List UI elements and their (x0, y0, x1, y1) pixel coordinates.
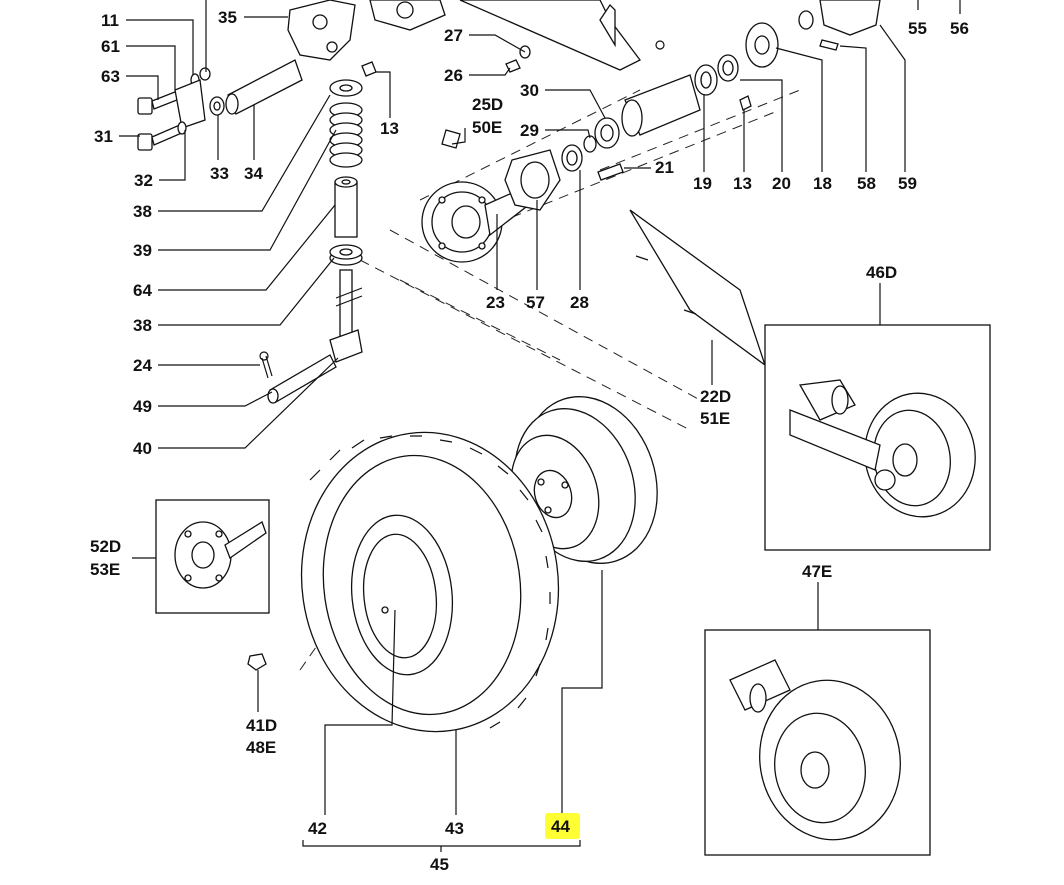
inset-assembly-46d (764, 324, 991, 551)
highlight-box-44 (545, 813, 580, 839)
label-27: 27 (444, 26, 463, 45)
label-13-right: 13 (733, 174, 752, 193)
label-57: 57 (526, 293, 545, 312)
stud-25 (441, 129, 461, 149)
label-56: 56 (950, 19, 969, 38)
leader-lines (119, 0, 961, 852)
washers-11-61 (174, 67, 211, 135)
label-52d: 52D (90, 537, 121, 556)
label-45: 45 (430, 855, 449, 874)
pivot-bracket (287, 0, 446, 61)
label-47e: 47E (802, 562, 832, 581)
sprocket-59 (798, 0, 881, 36)
label-38-upper: 38 (133, 202, 152, 221)
sleeve-39 (334, 176, 358, 238)
bushing-64 (329, 244, 363, 266)
label-59: 59 (898, 174, 917, 193)
inset-hub-52d (155, 499, 270, 614)
label-23: 23 (486, 293, 505, 312)
label-33: 33 (210, 164, 229, 183)
label-63: 63 (101, 67, 120, 86)
label-53e: 53E (90, 560, 120, 579)
inset-assembly-47e (704, 629, 931, 856)
part-labels: 11 61 63 31 32 35 33 34 13 38 39 64 38 2… (90, 8, 969, 874)
washer-33 (209, 96, 225, 116)
spring-38 (329, 79, 363, 168)
hub-23 (421, 181, 536, 263)
label-22d: 22D (700, 387, 731, 406)
label-13-top: 13 (380, 119, 399, 138)
label-51e: 51E (700, 409, 730, 428)
label-19: 19 (693, 174, 712, 193)
label-42: 42 (308, 819, 327, 838)
axle-arm (459, 0, 701, 137)
nut-41 (247, 653, 267, 671)
kingpin-40 (329, 269, 363, 363)
pin-34 (225, 59, 303, 115)
label-46d: 46D (866, 263, 897, 282)
label-38-lower: 38 (133, 316, 152, 335)
bearing-20 (717, 54, 739, 82)
label-11: 11 (101, 11, 119, 30)
label-44: 44 (551, 817, 570, 836)
label-26: 26 (444, 66, 463, 85)
label-21: 21 (655, 158, 674, 177)
label-48e: 48E (246, 738, 276, 757)
label-35: 35 (218, 8, 237, 27)
label-34: 34 (244, 164, 263, 183)
label-28: 28 (570, 293, 589, 312)
label-32: 32 (134, 171, 153, 190)
seal-57 (504, 149, 561, 211)
fender-22 (629, 209, 767, 367)
label-49: 49 (133, 397, 152, 416)
label-20: 20 (772, 174, 791, 193)
label-41d: 41D (246, 716, 277, 735)
bearing-19 (694, 64, 718, 96)
hub-18 (745, 22, 779, 68)
label-39: 39 (133, 241, 152, 260)
grease-nipple-13-right (739, 95, 752, 111)
label-40: 40 (133, 439, 152, 458)
label-50e: 50E (472, 118, 502, 137)
label-61: 61 (101, 37, 120, 56)
label-29: 29 (520, 121, 539, 140)
label-55: 55 (908, 19, 927, 38)
washer-29 (583, 135, 597, 153)
bolt-31 (137, 123, 185, 151)
key-58 (819, 39, 839, 51)
bearing-30 (594, 117, 620, 149)
pin-49 (267, 354, 337, 404)
label-58: 58 (857, 174, 876, 193)
label-30: 30 (520, 81, 539, 100)
label-24: 24 (133, 356, 152, 375)
grease-nipple-13-top (361, 61, 377, 77)
label-64: 64 (133, 281, 152, 300)
label-25d: 25D (472, 95, 503, 114)
label-31: 31 (94, 127, 113, 146)
bearing-28 (561, 144, 583, 172)
label-18: 18 (813, 174, 832, 193)
bolt-21 (597, 163, 624, 181)
cotter-pin-24 (259, 351, 273, 379)
tire-43 (300, 431, 560, 733)
label-43: 43 (445, 819, 464, 838)
